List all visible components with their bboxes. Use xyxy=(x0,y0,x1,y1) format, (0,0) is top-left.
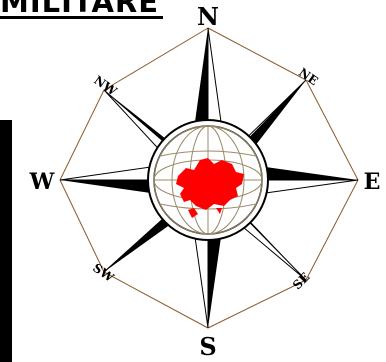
label-northwest: NW xyxy=(91,73,119,99)
globe-icon xyxy=(148,120,268,240)
label-east: E xyxy=(364,169,381,195)
label-west: W xyxy=(29,169,55,195)
label-north: N xyxy=(197,2,219,31)
label-northeast: NE xyxy=(296,65,321,88)
label-south: S xyxy=(199,332,216,361)
